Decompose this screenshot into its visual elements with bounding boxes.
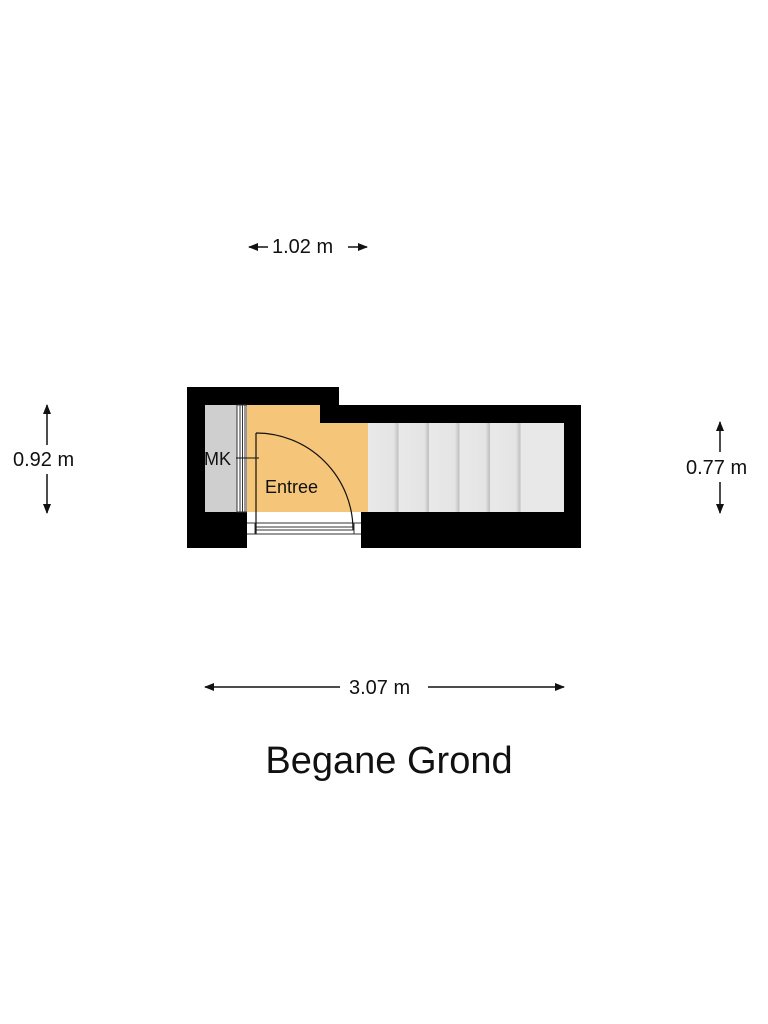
meterkast-area bbox=[205, 405, 237, 512]
dim-top-label: 1.02 m bbox=[272, 236, 334, 258]
room-label-mk: MK bbox=[204, 449, 231, 469]
dim-right-label: 0.77 m bbox=[686, 457, 748, 479]
dim-left-label: 0.92 m bbox=[13, 449, 75, 471]
entree-area bbox=[247, 405, 368, 512]
front-door bbox=[247, 432, 361, 550]
floor-title: Begane Grond bbox=[265, 740, 513, 782]
stairs bbox=[368, 423, 564, 512]
room-label-entree: Entree bbox=[265, 477, 319, 497]
dim-bottom-label: 3.07 m bbox=[349, 677, 411, 699]
